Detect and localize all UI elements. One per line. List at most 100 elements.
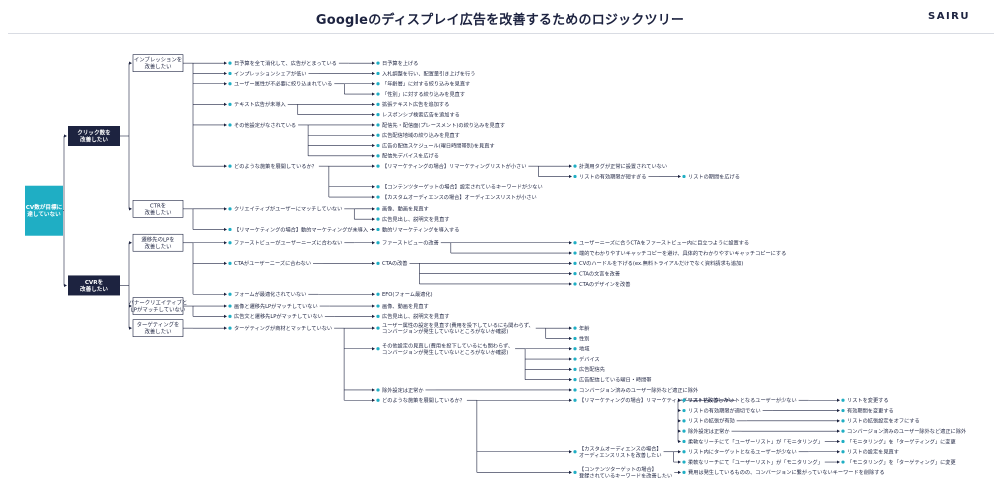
bullet-dot xyxy=(841,408,845,413)
tree-node: ユーザーニーズに合うCTAをファーストビュー内に目立つように設置する xyxy=(573,239,749,247)
arrow-head xyxy=(372,71,375,76)
node-label: その他設定がなされている xyxy=(234,121,296,129)
bullet-dot xyxy=(682,470,686,474)
node-label: CTAの文言を改善 xyxy=(579,269,620,277)
arrow-head xyxy=(224,71,227,76)
tree-node: コンバージョン済みのユーザー除外など適正に除外 xyxy=(573,386,698,394)
arrow-head xyxy=(372,164,375,168)
arrow-head xyxy=(678,398,681,402)
node-label: 端的でわかりやすいキャッチコピーを避け、具体的でわかりやすいキャッチコピーにする xyxy=(579,249,786,257)
arrow-head xyxy=(569,398,572,402)
bullet-dot xyxy=(376,113,380,117)
arrow-head xyxy=(372,398,375,402)
node-label: 「モニタリング」を「ターゲティング」に変更 xyxy=(847,437,956,445)
arrow-head xyxy=(224,61,227,65)
node-label: 「性別」に対する絞り込みを見直す xyxy=(382,90,465,98)
tree-node: CTAの文言を改善 xyxy=(573,269,620,277)
tree-node: 「モニタリング」を「ターゲティング」に変更 xyxy=(841,458,956,466)
node-label: テキスト広告が未導入 xyxy=(234,100,286,108)
arrow-head xyxy=(372,304,375,308)
arrow-head xyxy=(224,261,227,265)
tree-node: リストの拡張が有効 xyxy=(682,417,840,425)
node-label: 地域 xyxy=(579,345,589,353)
category-box xyxy=(68,126,120,146)
arrow-head xyxy=(569,164,572,168)
tree-node: 動的リマーケティングを導入する xyxy=(376,225,459,233)
arrow-head xyxy=(224,164,227,168)
bullet-dot xyxy=(228,207,232,211)
node-label: 広告文と遷移先LPがマッチしていない xyxy=(234,312,323,320)
node-label: CTRを xyxy=(150,202,166,209)
arrow-head xyxy=(372,102,375,106)
arrow-head xyxy=(837,439,840,444)
bullet-dot xyxy=(841,398,845,402)
node-label: 除外設定は正常か xyxy=(382,386,424,394)
tree-node: 柔軟なリーチにて「ユーザーリスト」が「モニタリング」 xyxy=(682,437,840,445)
node-label: 配信先デバイスを広げる xyxy=(382,152,439,160)
node-label: 画像と遷移先LPがマッチしていない xyxy=(234,302,318,310)
tree-node: 端的でわかりやすいキャッチコピーを避け、具体的でわかりやすいキャッチコピーにする xyxy=(573,249,786,257)
node-label: LPがマッチしていない xyxy=(131,306,186,314)
node-label: リストの拡張が有効 xyxy=(688,417,735,425)
node-label: 広告見出し、説明文を見直す xyxy=(382,312,449,320)
tree-node: フォームが最適化されていない xyxy=(228,290,375,298)
node-label: CVRを xyxy=(85,278,104,286)
arrow-head xyxy=(678,174,681,179)
node-label: リストの期間を広げる xyxy=(688,172,740,180)
bullet-dot xyxy=(682,429,686,433)
node-label: リストを変更する xyxy=(847,396,889,404)
node-label: コンバージョンが発生していないところがないか確認) xyxy=(382,348,508,356)
tree-node: コンバージョン済みのユーザー除外など適正に除外 xyxy=(841,427,966,435)
tree-node: 【コンテンツターゲットの場合】設定されているキーワードが少ない xyxy=(376,183,543,191)
node-label: ユーザーニーズに合うCTAをファーストビュー内に目立つように設置する xyxy=(579,239,749,247)
tree-node: インプレッションシェアが低い xyxy=(228,69,375,77)
arrow-head xyxy=(224,227,227,232)
node-label: オーディエンスリストを改善したい xyxy=(579,451,662,459)
bullet-dot xyxy=(228,326,232,330)
node-label: 広告の配信スケジュール(曜日時間帯別)を見直す xyxy=(382,141,495,149)
tree-node: 【リマーケティングの場合】リマーケティングリストが小さい xyxy=(376,162,572,179)
node-label: ターゲティングを xyxy=(137,321,180,329)
arrow-head xyxy=(372,113,375,117)
arrow-head xyxy=(569,357,572,361)
bullet-dot xyxy=(228,304,232,308)
tree-node: 計測用タグが正常に設置されていない xyxy=(573,162,667,170)
tree-node: 日予算を全て消化して、広告がとまっている xyxy=(228,59,375,67)
bullet-dot xyxy=(573,336,577,341)
bullet-dot xyxy=(841,439,845,444)
node-label: 有効期間を変更する xyxy=(847,406,894,414)
arrow-head xyxy=(837,408,840,413)
bullet-dot xyxy=(376,82,380,86)
arrow-head xyxy=(569,241,572,245)
arrow-head xyxy=(372,227,375,232)
tree-node: リスト内にターゲットとなるユーザーが少ない xyxy=(682,448,840,456)
bullet-dot xyxy=(573,261,577,265)
node-label: クリック数を xyxy=(77,129,111,137)
bullet-dot xyxy=(682,408,686,413)
bullet-dot xyxy=(376,326,380,330)
node-label: 日予算を全て消化して、広告がとまっている xyxy=(234,59,337,67)
arrow-head xyxy=(569,388,572,392)
bullet-dot xyxy=(573,450,577,454)
tree-node: EFO(フォーム最適化) xyxy=(376,290,433,298)
tree-node: リストの有効期限が適切でない xyxy=(682,406,840,414)
arrow-head xyxy=(372,61,375,65)
tree-node: 【リマーケティングの場合】リマーケティングリストを改善したい xyxy=(573,396,736,444)
node-label: 入札調整を行い、配置量引き上げを行う xyxy=(382,69,475,77)
tree-node: CVのハードルを下げる(ex.無料トライアルだけでなく資料請求も追加) xyxy=(573,259,743,267)
tree-node: 広告見出し、説明文を見直す xyxy=(376,215,449,223)
bullet-dot xyxy=(841,460,845,464)
arrow-head xyxy=(372,388,375,392)
tree-node: 除外設定は正常か xyxy=(682,427,840,435)
tree-node: 拡張テキスト広告を追加する xyxy=(376,100,449,108)
bullet-dot xyxy=(376,92,380,96)
arrow-head xyxy=(372,82,375,86)
node-label: どのような施策を展開しているか？ xyxy=(382,396,465,404)
bullet-dot xyxy=(573,470,577,474)
tree-node: どのような施策を展開しているか？ xyxy=(376,396,572,474)
arrow-head xyxy=(837,429,840,433)
tree-node: リストを変更する xyxy=(841,396,889,404)
